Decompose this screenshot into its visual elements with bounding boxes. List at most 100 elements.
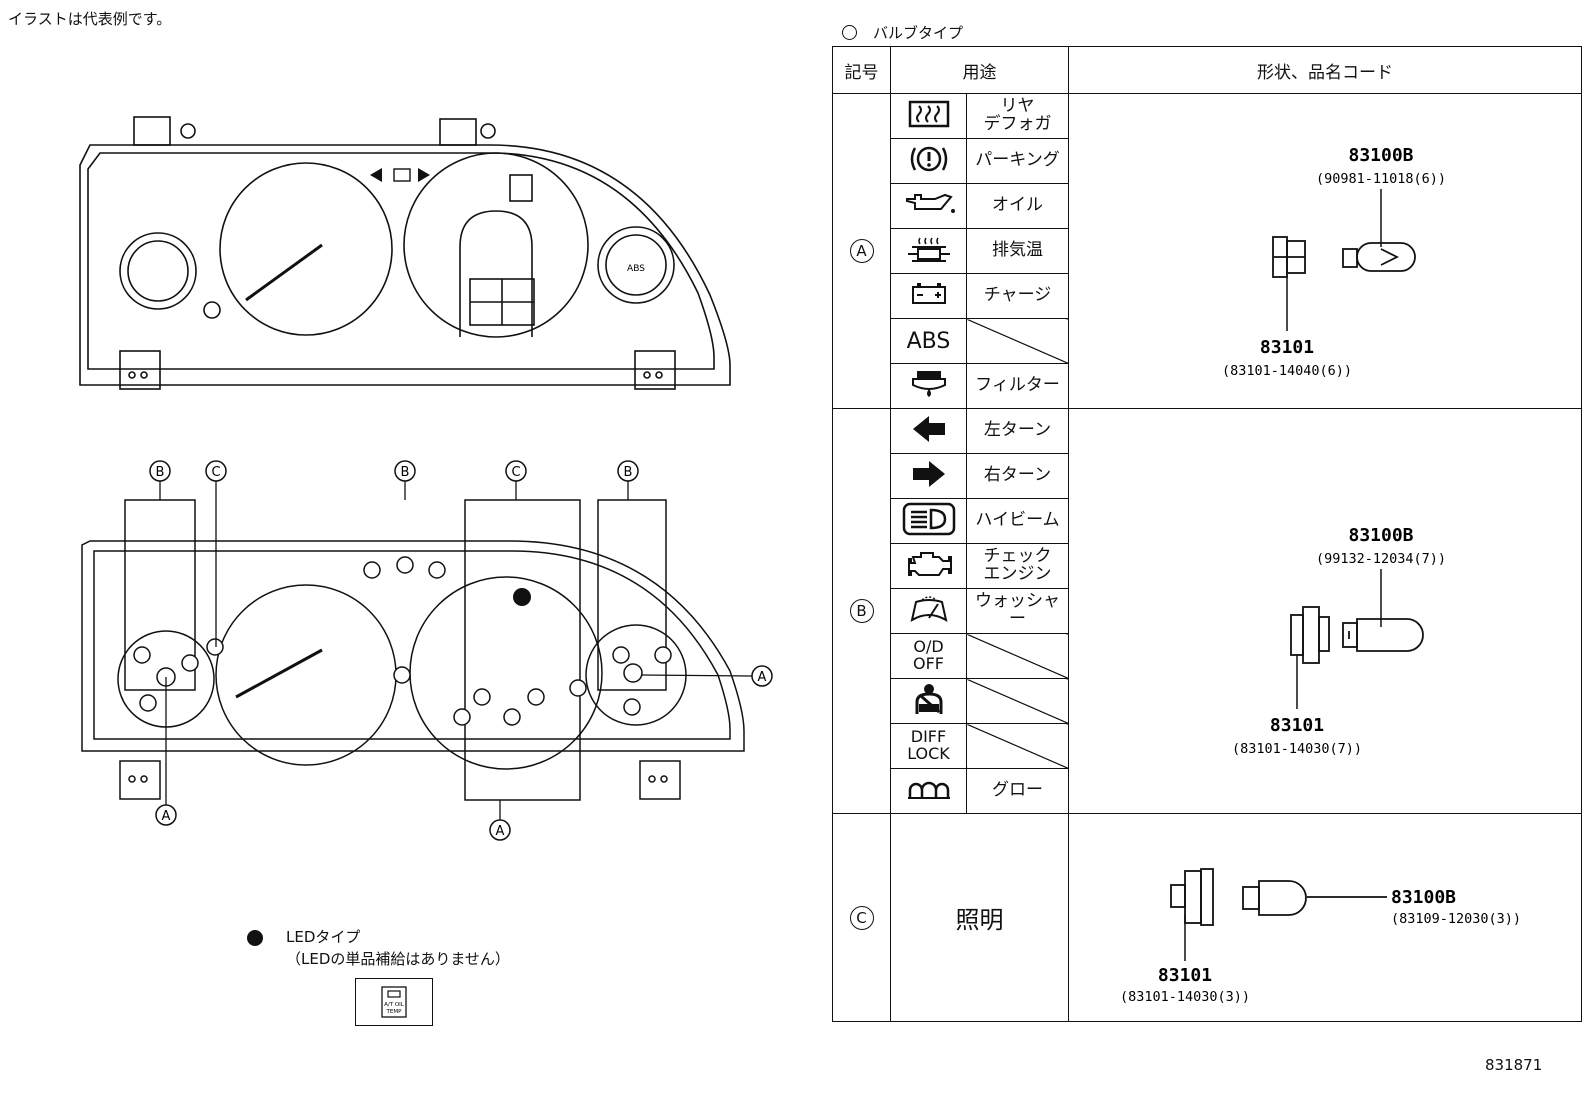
table-row: A リヤ デフォガ 83100B (90981-11018(6)) 83101 … <box>832 93 1582 409</box>
use-label: チェック エンジン <box>966 543 1069 589</box>
table-row: パーキング <box>833 138 1582 184</box>
group-a-parts: 83100B (90981-11018(6)) 83101 (83101-140… <box>1068 93 1582 409</box>
symbol-a: A <box>849 239 874 263</box>
illustration-note: イラストは代表例です。 <box>8 10 172 28</box>
led-note: LEDタイプ （LEDの単品補給はありません） <box>286 926 510 970</box>
use-label-lighting: 照明 <box>890 813 1069 1022</box>
legend-header: バルブタイプ <box>842 22 963 43</box>
use-label: グロー <box>966 768 1069 814</box>
socket-a-code: (83101-14040(6)) <box>1222 363 1352 379</box>
od-off-text: O/D OFF <box>890 633 967 679</box>
table-row: チェック エンジン <box>833 543 1582 589</box>
group-c-parts: 83100B (83109-12030(3)) 83101 (83101-140… <box>1068 813 1582 1022</box>
filter-icon <box>890 363 967 409</box>
use-label: 排気温 <box>966 228 1069 274</box>
table-header-row: 記号 用途 形状、品名コード <box>832 46 1582 94</box>
header-symbol: 記号 <box>832 46 891 94</box>
bulb-b-part: 83100B <box>1348 525 1413 546</box>
svg-text:A/T OIL: A/T OIL <box>384 1002 405 1008</box>
use-label: チャージ <box>966 273 1069 319</box>
socket-a-part: 83101 <box>1260 337 1314 358</box>
callout-a-center: A <box>496 824 505 839</box>
oil-icon <box>890 183 967 229</box>
at-oil-temp-indicator: A/T OIL TEMP <box>355 978 433 1026</box>
table-row: 排気温 <box>833 228 1582 274</box>
abs-gauge-label: ABS <box>627 264 645 274</box>
led-dot-icon <box>247 930 263 946</box>
use-label: 左ターン <box>966 408 1069 454</box>
right-turn-icon <box>890 453 967 499</box>
callout-a-left: A <box>162 809 171 824</box>
rear-defogger-icon <box>890 93 967 139</box>
use-label-empty <box>966 633 1069 679</box>
document-number: 831871 <box>1485 1056 1543 1074</box>
use-label: フィルター <box>966 363 1069 409</box>
bulb-b-code: (99132-12034(7)) <box>1316 551 1446 567</box>
diff-lock-text: DIFF LOCK <box>890 723 967 769</box>
led-type-label: LEDタイプ <box>286 928 361 946</box>
use-label: 右ターン <box>966 453 1069 499</box>
callout-c-center: C <box>511 465 520 480</box>
bulb-a-code: (90981-11018(6)) <box>1316 171 1446 187</box>
glow-icon <box>890 768 967 814</box>
table-row: チャージ <box>833 273 1582 319</box>
socket-b-code: (83101-14030(7)) <box>1232 741 1362 757</box>
svg-text:TEMP: TEMP <box>386 1009 403 1015</box>
table-row: C 照明 83100B (83109-12030(3)) 83101 (8310… <box>832 813 1582 1022</box>
group-c-symbol: C <box>832 813 891 1022</box>
callout-c-left: C <box>211 465 220 480</box>
callout-b-right: B <box>624 465 633 480</box>
bulb-a-drawing: 83100B (90981-11018(6)) 83101 (83101-140… <box>1222 145 1446 379</box>
bulb-b-drawing: 83100B (99132-12034(7)) 83101 (83101-140… <box>1232 525 1446 757</box>
bulb-a-part: 83100B <box>1348 145 1413 166</box>
bulb-c-code: (83109-12030(3)) <box>1391 911 1521 927</box>
cluster-rear-view: B C B C B A A A <box>81 460 773 841</box>
table-row: グロー <box>833 768 1582 814</box>
table-row <box>833 678 1582 724</box>
table-row: 右ターン <box>833 453 1582 499</box>
seatbelt-icon <box>890 678 967 724</box>
bulb-c-part: 83100B <box>1391 887 1456 908</box>
use-label: リヤ デフォガ <box>966 93 1069 139</box>
symbol-b: B <box>849 599 874 623</box>
use-label-empty <box>966 318 1069 364</box>
high-beam-icon <box>890 498 967 544</box>
callout-b-left: B <box>156 465 165 480</box>
socket-c-part: 83101 <box>1158 965 1212 986</box>
socket-c-code: (83101-14030(3)) <box>1120 989 1250 1005</box>
table-row: ABS <box>833 318 1582 364</box>
group-a-symbol: A <box>832 93 891 409</box>
bulb-c-drawing: 83100B (83109-12030(3)) 83101 (83101-140… <box>1120 868 1521 1005</box>
table-row: B 左ターン 83100B (99132-12034(7)) 83101 (83… <box>832 408 1582 814</box>
use-label: オイル <box>966 183 1069 229</box>
use-label: ウォッシャー <box>966 588 1069 634</box>
left-turn-icon <box>890 408 967 454</box>
table-row: DIFF LOCK <box>833 723 1582 769</box>
legend-title: バルブタイプ <box>873 24 964 42</box>
group-b-parts: 83100B (99132-12034(7)) 83101 (83101-140… <box>1068 408 1582 814</box>
header-shape: 形状、品名コード <box>1068 46 1582 94</box>
parking-brake-icon <box>890 138 967 184</box>
bulb-table: 記号 用途 形状、品名コード A リヤ デフォガ 83100B (90981-1… <box>832 46 1582 1022</box>
symbol-c: C <box>849 905 874 930</box>
use-label-empty <box>966 678 1069 724</box>
exhaust-temp-icon <box>890 228 967 274</box>
table-row: オイル <box>833 183 1582 229</box>
abs-text: ABS <box>890 318 967 364</box>
washer-icon <box>890 588 967 634</box>
use-label: ハイビーム <box>966 498 1069 544</box>
led-supply-note: （LEDの単品補給はありません） <box>286 950 510 968</box>
group-b-symbol: B <box>832 408 891 814</box>
charge-icon <box>890 273 967 319</box>
callout-a-right: A <box>758 670 767 685</box>
callout-b-center: B <box>401 465 410 480</box>
check-engine-icon <box>890 543 967 589</box>
socket-b-part: 83101 <box>1270 715 1324 736</box>
table-row: O/D OFF <box>833 633 1582 679</box>
use-label-empty <box>966 723 1069 769</box>
header-use: 用途 <box>890 46 1069 94</box>
table-row: ハイビーム <box>833 498 1582 544</box>
table-row: ウォッシャー <box>833 588 1582 634</box>
use-label: パーキング <box>966 138 1069 184</box>
circle-symbol-icon <box>842 25 857 40</box>
